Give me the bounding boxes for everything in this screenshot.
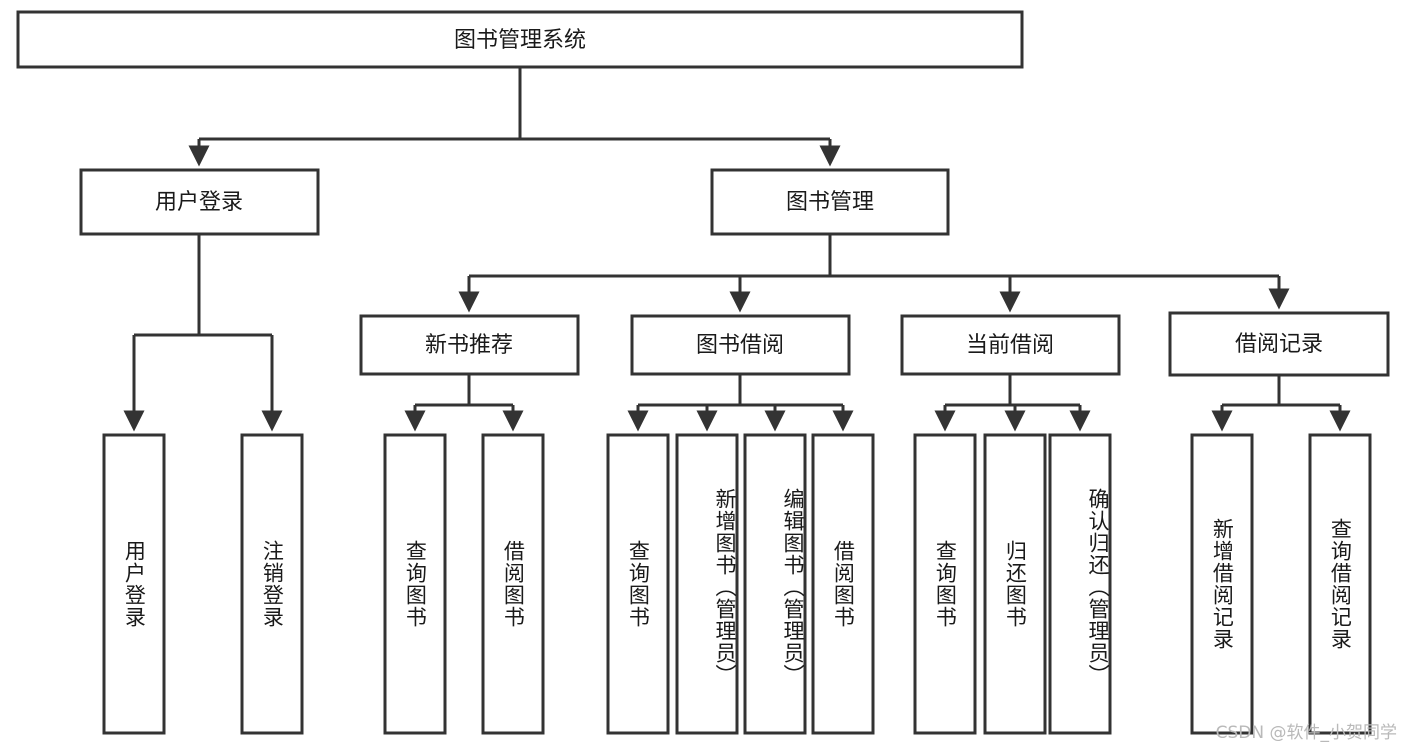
leaf-box-cb-return-book[interactable] bbox=[983, 433, 1047, 735]
leaf-box-nb-query-book[interactable] bbox=[383, 433, 447, 735]
leaf-box-bb-borrow-book[interactable] bbox=[811, 433, 875, 735]
edge-user-login-to-leaves bbox=[123, 234, 283, 432]
leaf-box-user-login[interactable] bbox=[102, 433, 166, 735]
leaf-box-nb-borrow-book[interactable] bbox=[481, 433, 545, 735]
node-book-manage-label: 图书管理 bbox=[786, 190, 874, 215]
node-root[interactable] bbox=[16, 10, 1024, 69]
edge-book-borrow-to-leaves bbox=[627, 374, 854, 432]
edge-borrow-record-to-leaves bbox=[1211, 375, 1351, 432]
node-current-borrow-label: 当前借阅 bbox=[966, 333, 1054, 358]
node-book-manage[interactable] bbox=[710, 168, 950, 236]
edge-book-manage-to-level3 bbox=[458, 234, 1290, 313]
node-new-book-recommend-label: 新书推荐 bbox=[425, 333, 513, 358]
leaf-box-cb-confirm-return[interactable] bbox=[1048, 433, 1112, 735]
node-user-login[interactable] bbox=[79, 168, 320, 236]
leaf-box-logout[interactable] bbox=[240, 433, 304, 735]
leaf-box-bb-add-book[interactable] bbox=[675, 433, 739, 735]
node-borrow-record-label: 借阅记录 bbox=[1235, 332, 1323, 357]
node-root-label: 图书管理系统 bbox=[454, 28, 586, 53]
leaf-box-cb-query-book[interactable] bbox=[913, 433, 977, 735]
leaf-box-bb-query-book[interactable] bbox=[606, 433, 670, 735]
leaf-box-bb-edit-book[interactable] bbox=[743, 433, 807, 735]
node-book-borrow-label: 图书借阅 bbox=[696, 333, 784, 358]
node-book-borrow[interactable] bbox=[630, 314, 851, 376]
node-user-login-label: 用户登录 bbox=[155, 190, 243, 215]
node-borrow-record[interactable] bbox=[1168, 311, 1390, 377]
leaf-box-br-add-record[interactable] bbox=[1190, 433, 1254, 735]
leaf-box-br-query-record[interactable] bbox=[1308, 433, 1372, 735]
watermark-text: CSDN @软件_小贺同学 bbox=[1215, 723, 1397, 743]
edge-root-to-level2 bbox=[188, 67, 841, 167]
edge-current-borrow-to-leaves bbox=[934, 374, 1091, 432]
node-new-book-recommend[interactable] bbox=[359, 314, 580, 376]
edge-new-book-to-leaves bbox=[404, 374, 524, 432]
node-current-borrow[interactable] bbox=[900, 314, 1121, 376]
